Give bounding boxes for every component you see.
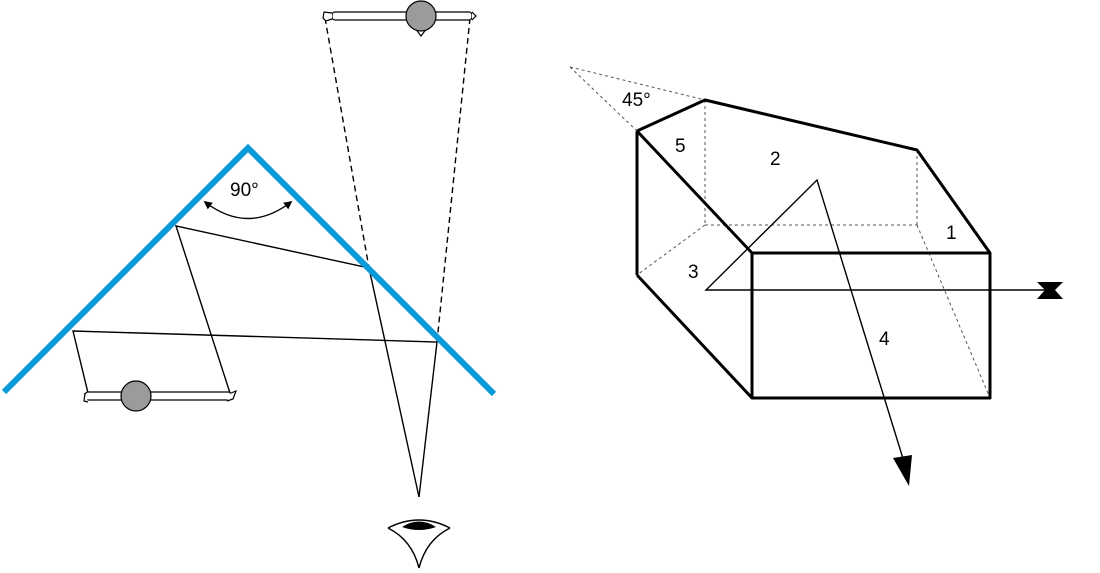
roof-mirror-diagram: 90° [1,0,497,569]
upper-object-figure [322,0,477,37]
entry-fletching-icon [1037,282,1063,299]
prism-outline [635,98,992,400]
dashed-sight-line-right [436,17,471,343]
face-label-3: 3 [688,262,699,283]
angle-90-label: 90° [230,180,259,201]
light-ray [704,178,1045,479]
right-angle-arc [203,200,293,220]
lower-object-figure [83,380,238,412]
light-path [704,178,1063,486]
face-label-2: 2 [770,149,781,170]
angle-45-label: 45° [622,90,651,111]
eye-icon [387,519,451,569]
exit-arrowhead [893,455,912,486]
dashed-sight-line-left [324,17,370,269]
prism-diagram: 45° 1 2 3 4 5 [569,66,1063,486]
face-label-5: 5 [675,136,686,157]
face-label-4: 4 [879,329,890,350]
ray-path-1 [174,225,420,498]
roof-mirror [1,143,497,397]
face-label-1: 1 [946,223,957,244]
ray-path-2 [72,330,438,498]
